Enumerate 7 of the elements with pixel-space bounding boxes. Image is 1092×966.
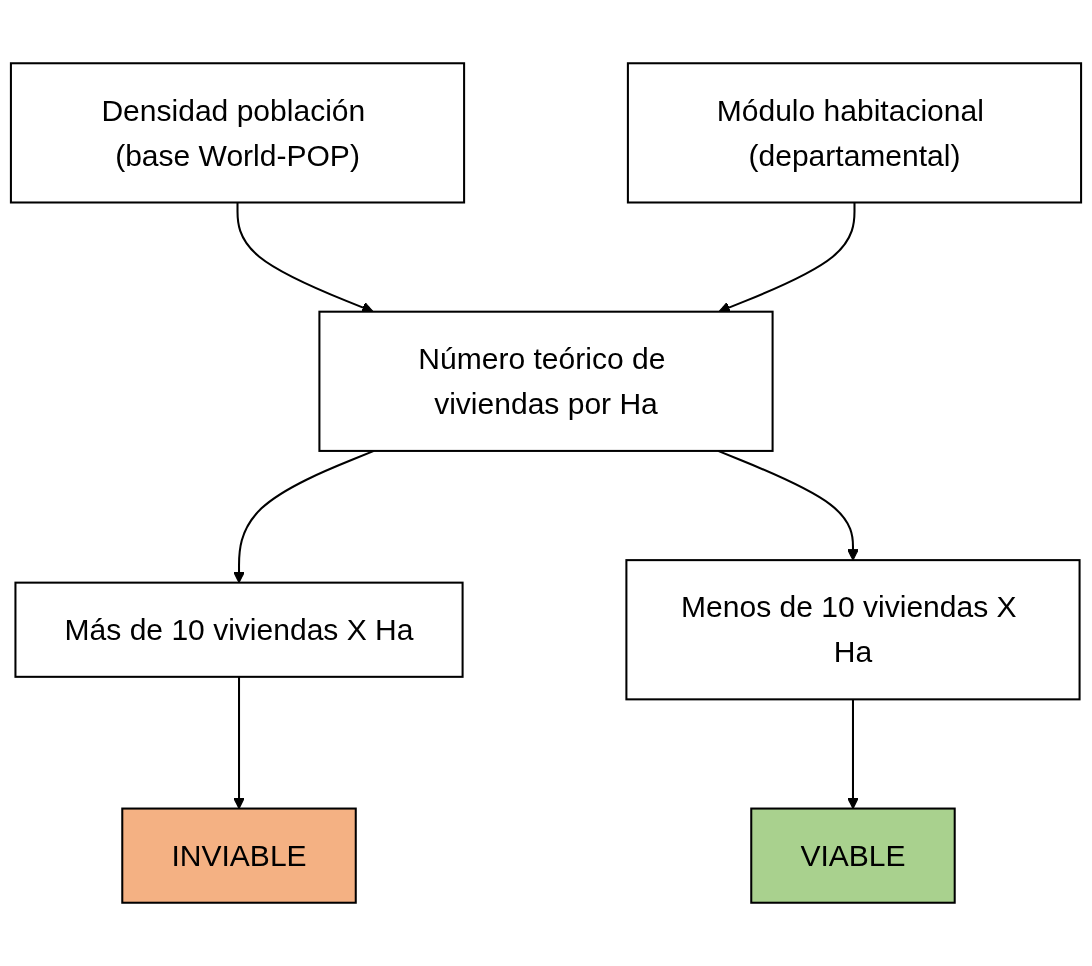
node-box: Más de 10 viviendas X Ha (14, 581, 464, 678)
node-box: VIABLE (750, 807, 956, 904)
node-box: Número teórico de viviendas por Ha (318, 310, 774, 452)
node-box: Módulo habitacional (departamental) (626, 62, 1083, 204)
node-box: Densidad población (base World-POP) (9, 62, 466, 204)
node-box: INVIABLE (121, 807, 357, 904)
node-box: Menos de 10 viviendas X Ha (625, 559, 1081, 701)
